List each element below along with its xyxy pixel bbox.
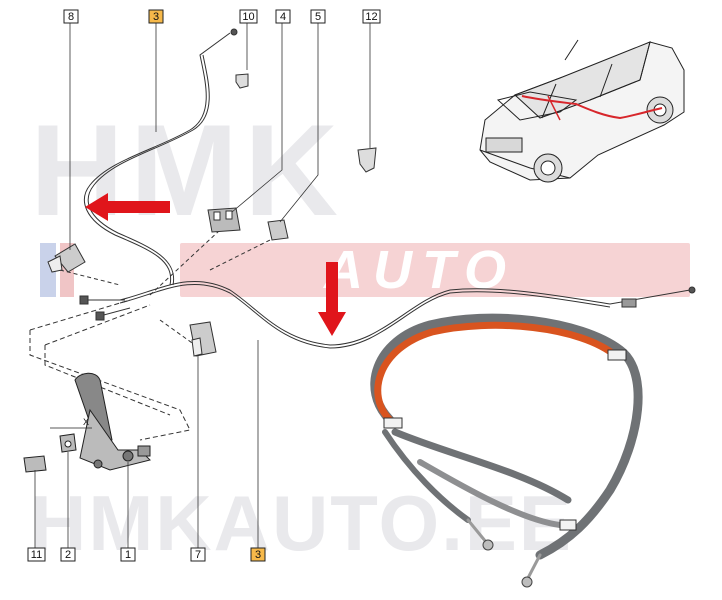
callout-box: [250, 547, 266, 562]
bracket-part-5: [267, 219, 289, 241]
watermark-band: AUTO: [40, 240, 690, 300]
watermark-band-text: AUTO: [322, 240, 516, 300]
callout-label: 8: [68, 11, 74, 23]
callout-box: [190, 547, 206, 562]
callout-box: [275, 9, 291, 24]
callout-label: 4: [280, 11, 286, 23]
clip-part-11: [23, 455, 47, 473]
car-cable-route-branch: [547, 95, 561, 121]
watermark-bottom-text: HMKAUTO.EE: [30, 479, 573, 567]
callout-7: 7: [190, 547, 206, 562]
callout-leaders: [34, 22, 371, 548]
callout-box: [310, 9, 326, 24]
bracket-part-4: [207, 207, 241, 233]
callout-11: 11: [27, 547, 46, 562]
bracket-part-7: [189, 321, 217, 357]
callout-boxes: 8 3 10 4 5 12 11 2 1 7 3: [27, 9, 381, 562]
callout-12: 12: [362, 9, 381, 24]
callout-label: 3: [153, 11, 159, 23]
callout-4: 4: [275, 9, 291, 24]
callout-10: 10: [239, 9, 258, 24]
clip-part-8: [47, 243, 86, 273]
callout-3b: 3: [250, 547, 266, 562]
callout-5: 5: [310, 9, 326, 24]
red-arrow-down-icon: [318, 262, 346, 336]
callout-2: 2: [60, 547, 76, 562]
callout-label: 3: [255, 549, 261, 561]
callout-label: 2: [65, 549, 71, 561]
callout-box: [148, 9, 164, 24]
red-arrow-icon: [85, 193, 170, 221]
callout-box: [239, 9, 258, 24]
callout-box: [120, 547, 136, 562]
callout-box: [27, 547, 46, 562]
callout-3a: 3: [148, 9, 164, 24]
dimension-x-label: X: [83, 417, 89, 427]
callout-box: [63, 9, 79, 24]
dimension-x: X: [50, 417, 92, 429]
watermark-top-text: HMK: [30, 97, 344, 243]
cable-photo: [370, 313, 643, 588]
callout-8: 8: [63, 9, 79, 24]
callout-label: 1: [125, 549, 131, 561]
cable-drawing: [29, 28, 696, 441]
clip-part-10: [235, 73, 249, 89]
clip-part-12: [357, 147, 377, 173]
callout-label: 5: [315, 11, 321, 23]
callout-label: 12: [365, 11, 377, 23]
callout-label: 10: [242, 11, 254, 23]
callout-box: [362, 9, 381, 24]
callout-1: 1: [120, 547, 136, 562]
callout-label: 11: [31, 549, 42, 561]
callout-label: 7: [195, 549, 201, 561]
nut-part-2: [59, 433, 77, 453]
callout-box: [60, 547, 76, 562]
handbrake-lever-icon: [74, 372, 151, 471]
